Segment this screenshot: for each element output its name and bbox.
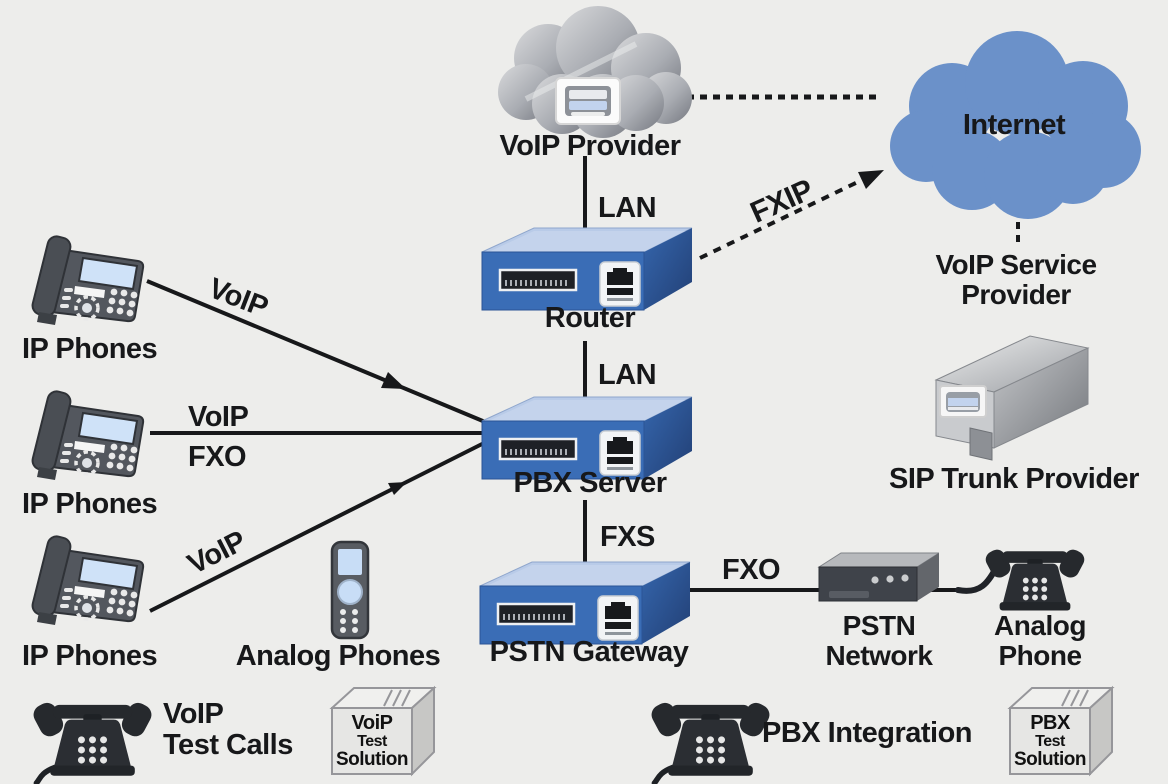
router-device-icon <box>480 226 695 316</box>
analog-phones-label: Analog Phones <box>235 640 441 672</box>
voip-edge-label-2: VoIP <box>188 401 249 433</box>
pstn-gateway-device-icon <box>478 560 693 650</box>
ip-phones-label-middle: IP Phones <box>22 488 158 520</box>
sip-trunk-provider-icon <box>930 330 1095 462</box>
sip-trunk-provider-label: SIP Trunk Provider <box>889 463 1139 495</box>
pbx-server-label: PBX Server <box>513 467 668 499</box>
router-label: Router <box>544 302 636 334</box>
pstn-network-device-icon <box>817 551 939 603</box>
voip-service-provider-label: VoIP Service Provider <box>935 249 1097 310</box>
voip-test-solution-box-icon <box>328 684 440 778</box>
ip-phone-icon-top <box>26 228 151 333</box>
voip-test-solution-box-label: VoiP Test Solution <box>336 711 408 770</box>
ip-phone-icon-middle <box>26 383 151 488</box>
voip-provider-label: VoIP Provider <box>499 130 682 162</box>
voip-provider-cloud-icon <box>486 4 701 144</box>
lan-top-edge-label: LAN <box>598 192 657 224</box>
pbx-test-solution-box-icon <box>1006 684 1118 778</box>
analog-phones-handset-icon <box>330 540 370 640</box>
analog-phone-label: Analog Phone <box>994 610 1086 671</box>
pbx-server-device-icon <box>480 395 695 485</box>
ip-phones-label-bottom: IP Phones <box>22 640 158 672</box>
voip-test-calls-label: VoIP Test Calls <box>163 698 293 761</box>
pstn-network-label: PSTN Network <box>825 610 933 671</box>
analog-phone-icon <box>985 540 1085 618</box>
fxs-edge-label: FXS <box>600 521 655 553</box>
internet-label: Internet <box>962 109 1066 141</box>
pbx-integration-phone-icon <box>648 692 773 784</box>
lan-mid-edge-label: LAN <box>598 359 657 391</box>
pstn-gateway-label: PSTN Gateway <box>489 636 689 668</box>
pbx-test-solution-box-label: PBX Test Solution <box>1014 711 1086 770</box>
pbx-integration-label: PBX Integration <box>762 717 973 749</box>
voip-test-calls-phone-icon <box>30 692 155 784</box>
fxo-edge-label-2: FXO <box>188 441 247 473</box>
ip-phones-label-top: IP Phones <box>22 333 158 365</box>
ip-phone-icon-bottom <box>26 528 151 633</box>
fxo-gateway-edge-label: FXO <box>722 554 781 586</box>
internet-cloud-icon <box>876 28 1153 235</box>
